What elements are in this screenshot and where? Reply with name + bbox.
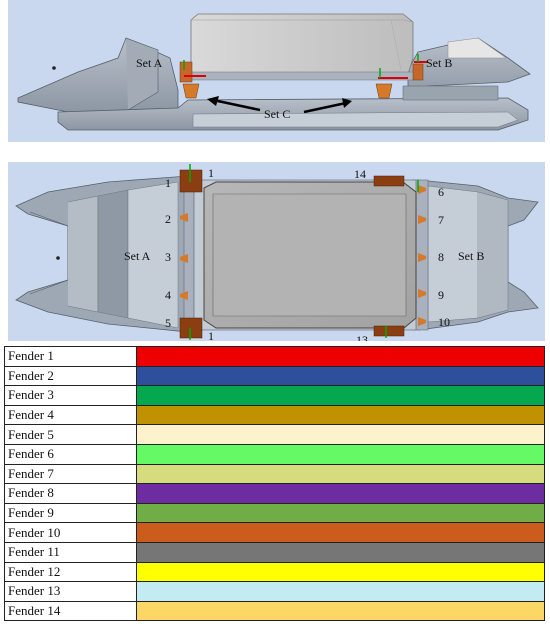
legend-fender-name: Fender 9 — [4, 502, 137, 524]
right-hull-top — [447, 37, 507, 59]
fender-number-label: 3 — [165, 250, 171, 264]
legend-color-swatch — [136, 483, 545, 504]
legend-row: Fender 14 — [4, 600, 545, 622]
set-b-label-top: Set B — [458, 249, 484, 263]
top-view-diagram: Set A Set B 1 2 3 4 5 1 14 6 7 8 9 10 13… — [15, 164, 539, 341]
legend-fender-name: Fender 11 — [4, 541, 137, 563]
legend-color-swatch — [136, 385, 545, 406]
fender-1-bottom — [179, 317, 203, 339]
set-a-label-top: Set A — [124, 249, 151, 263]
legend-fender-name: Fender 8 — [4, 483, 137, 504]
legend-row: Fender 4 — [4, 404, 545, 426]
legend-fender-name: Fender 3 — [4, 385, 137, 406]
fender-set-b-top — [412, 63, 424, 81]
legend-color-swatch — [136, 502, 545, 524]
legend-fender-name: Fender 6 — [4, 443, 137, 465]
legend-color-swatch — [136, 581, 545, 602]
fender-number-label: 7 — [438, 213, 444, 227]
legend-row: Fender 8 — [4, 483, 545, 504]
legend-row: Fender 5 — [4, 424, 545, 445]
fender-number-label: 10 — [438, 315, 450, 329]
top-view-panel: Set A Set B 1 2 3 4 5 1 14 6 7 8 9 10 13… — [8, 162, 545, 341]
legend-row: Fender 13 — [4, 581, 545, 602]
legend-color-swatch — [136, 443, 545, 465]
legend-row: Fender 3 — [4, 385, 545, 406]
fender-number-label: 2 — [165, 212, 171, 226]
legend-row: Fender 9 — [4, 502, 545, 524]
left-hull-side — [125, 37, 159, 111]
legend-row: Fender 11 — [4, 541, 545, 563]
fender-number-label: 14 — [354, 167, 366, 181]
legend-fender-name: Fender 5 — [4, 424, 137, 445]
fender-number-label: 1 — [208, 166, 214, 180]
legend-row: Fender 6 — [4, 443, 545, 465]
fender-number-label: 1 — [208, 329, 214, 341]
legend-row: Fender 1 — [4, 346, 545, 367]
set-c-label: Set C — [264, 107, 290, 121]
side-view-diagram: Set A Set B Set C — [17, 13, 531, 131]
legend-fender-name: Fender 7 — [4, 463, 137, 485]
fender-number-label: 4 — [165, 288, 171, 302]
fender-1-top — [179, 169, 203, 193]
legend-row: Fender 12 — [4, 561, 545, 583]
fender-number-label: 13 — [356, 333, 368, 341]
legend-fender-name: Fender 13 — [4, 581, 137, 602]
legend-fender-name: Fender 12 — [4, 561, 137, 583]
fender-number-label: 6 — [438, 185, 444, 199]
fender-set-a-bottom — [182, 83, 200, 99]
legend-color-swatch — [136, 365, 545, 387]
carried-box — [190, 13, 414, 77]
set-c-arrow-right — [303, 101, 347, 114]
legend-fender-name: Fender 1 — [4, 346, 137, 367]
legend-fender-name: Fender 14 — [4, 600, 137, 622]
legend-color-swatch — [136, 346, 545, 367]
legend-color-swatch — [136, 463, 545, 485]
legend-color-swatch — [136, 600, 545, 622]
legend-color-swatch — [136, 541, 545, 563]
legend-fender-name: Fender 2 — [4, 365, 137, 387]
reference-dot-top — [56, 256, 60, 260]
fender-14 — [373, 175, 405, 187]
legend-row: Fender 7 — [4, 463, 545, 485]
fender-set-a-top — [179, 61, 193, 83]
set-c-arrow-left — [212, 98, 261, 112]
fender-13 — [373, 325, 405, 337]
legend-fender-name: Fender 10 — [4, 522, 137, 543]
legend-color-swatch — [136, 522, 545, 543]
reference-dot — [52, 66, 56, 70]
fender-number-label: 8 — [438, 250, 444, 264]
set-a-label: Set A — [136, 56, 163, 70]
legend-row: Fender 10 — [4, 522, 545, 543]
fender-number-label: 5 — [165, 316, 171, 330]
lower-hull-deck — [192, 111, 519, 128]
fender-number-label: 1 — [165, 176, 171, 190]
fender-number-label: 9 — [438, 288, 444, 302]
legend-color-swatch — [136, 561, 545, 583]
right-hull-mid — [402, 85, 499, 101]
fender-set-c-right — [375, 83, 393, 99]
set-b-label: Set B — [426, 56, 452, 70]
legend-color-swatch — [136, 424, 545, 445]
side-view-panel: Set A Set B Set C — [8, 0, 545, 142]
legend-color-swatch — [136, 404, 545, 426]
legend-row: Fender 2 — [4, 365, 545, 387]
legend-fender-name: Fender 4 — [4, 404, 137, 426]
